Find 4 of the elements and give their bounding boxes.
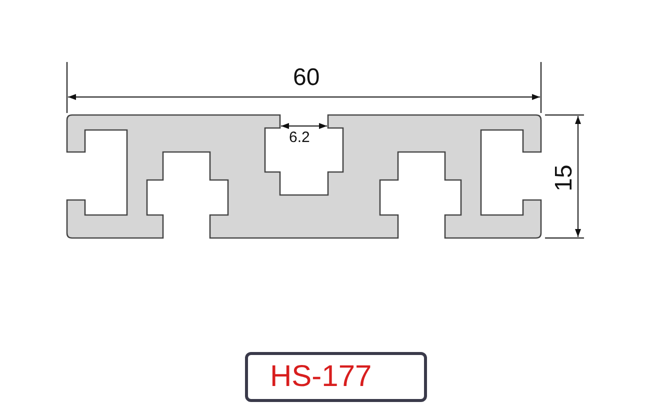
dimension-value: 6.2 <box>289 130 310 145</box>
dimension-value: 60 <box>293 66 320 90</box>
model-number: HS-177 <box>245 352 427 402</box>
dimension-value: 15 <box>552 164 576 192</box>
